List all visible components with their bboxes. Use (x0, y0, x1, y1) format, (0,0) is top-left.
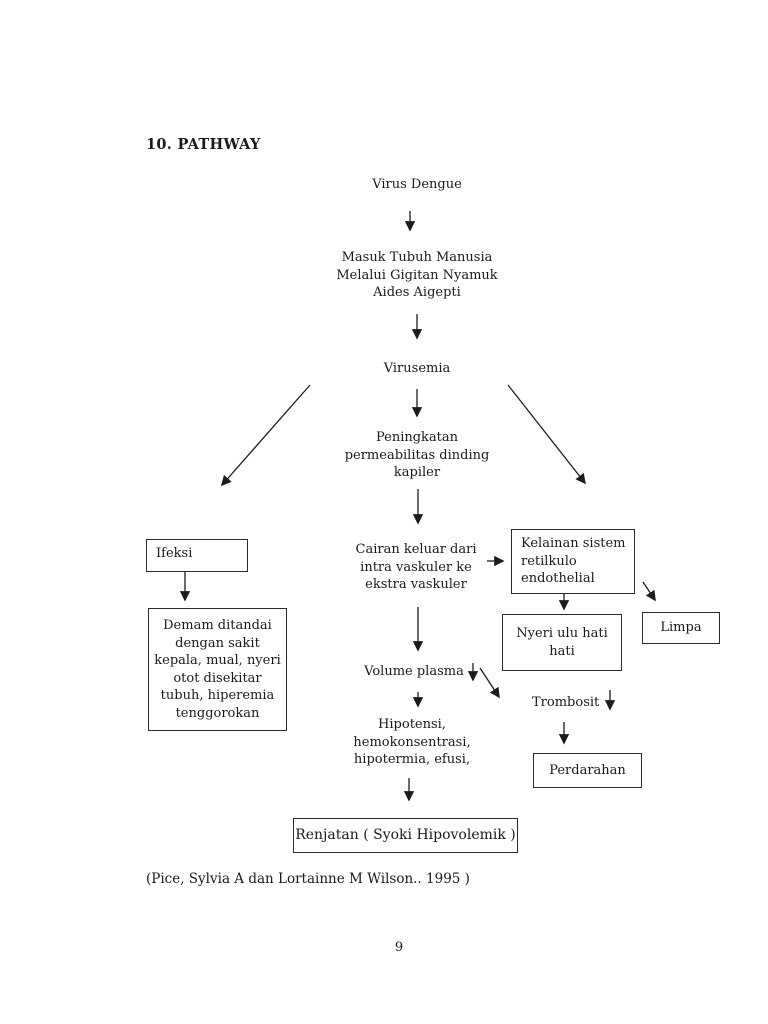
node-cairan: Cairan keluar dari intra vaskuler ke eks… (355, 542, 477, 592)
node-virusemia: Virusemia (383, 361, 451, 376)
box-renjatan: Renjatan ( Syoki Hipovolemik ) (293, 818, 518, 853)
node-peningkatan: Peningkatan permeabilitas dinding kapile… (344, 430, 490, 480)
box-nyeri-ulu-hati: Nyeri ulu hati hati (502, 614, 622, 671)
node-virus-dengue: Virus Dengue (372, 177, 462, 192)
arrow-kelainan-to-limpa (642, 581, 656, 602)
box-perdarahan: Perdarahan (533, 753, 642, 788)
page-title: 10. PATHWAY (146, 136, 261, 153)
arrow-virusemia-to-right (507, 384, 586, 485)
arrow-virusemia-to-left (220, 384, 311, 487)
node-masuk-tubuh: Masuk Tubuh Manusia Melalui Gigitan Nyam… (336, 250, 498, 300)
arrow-volume-to-trombosit (479, 667, 500, 699)
page-number: 9 (394, 940, 404, 955)
box-demam: Demam ditandai dengan sakit kepala, mual… (148, 608, 287, 731)
node-hipotensi: Hipotensi, hemokonsentrasi, hipotermia, … (353, 717, 471, 767)
box-kelainan: Kelainan sistem retilkulo endothelial (511, 529, 635, 594)
node-trombosit: Trombosit (532, 695, 600, 710)
box-ifeksi: Ifeksi (146, 539, 248, 572)
box-limpa: Limpa (642, 612, 720, 644)
node-volume-plasma: Volume plasma (364, 664, 464, 679)
citation: (Pice, Sylvia A dan Lortainne M Wilson..… (146, 871, 470, 887)
